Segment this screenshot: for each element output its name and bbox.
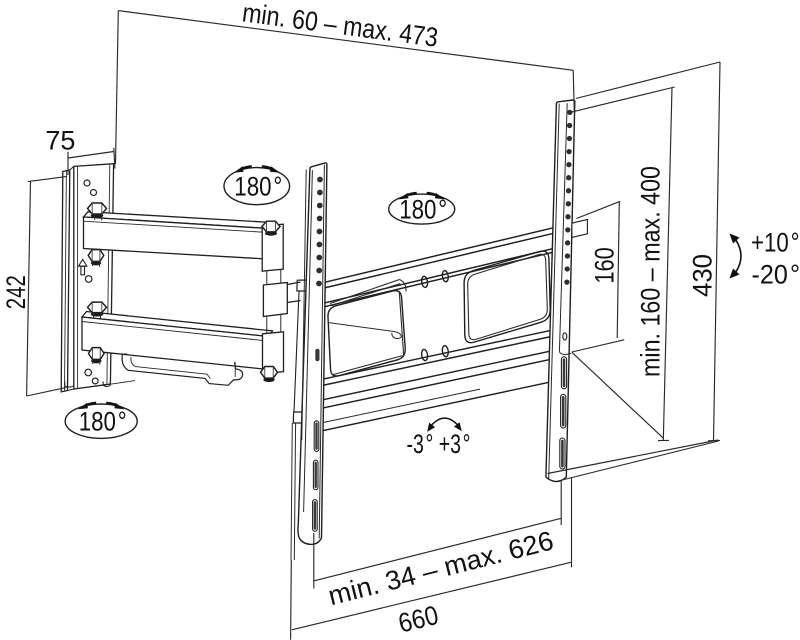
svg-text:180 °: 180 ° — [399, 195, 447, 225]
svg-text:-20 °: -20 ° — [752, 259, 800, 289]
svg-text:180 °: 180 ° — [234, 172, 282, 202]
svg-text:-3 ° +3 °: -3 ° +3 ° — [407, 429, 471, 459]
svg-text:180 °: 180 ° — [79, 407, 127, 437]
svg-text:min. 160 – max. 400: min. 160 – max. 400 — [636, 166, 666, 377]
svg-text:160: 160 — [590, 247, 620, 284]
svg-text:+10 °: +10 ° — [751, 227, 800, 257]
svg-text:430: 430 — [688, 254, 718, 297]
svg-text:242: 242 — [1, 275, 31, 309]
svg-text:75: 75 — [45, 125, 75, 155]
